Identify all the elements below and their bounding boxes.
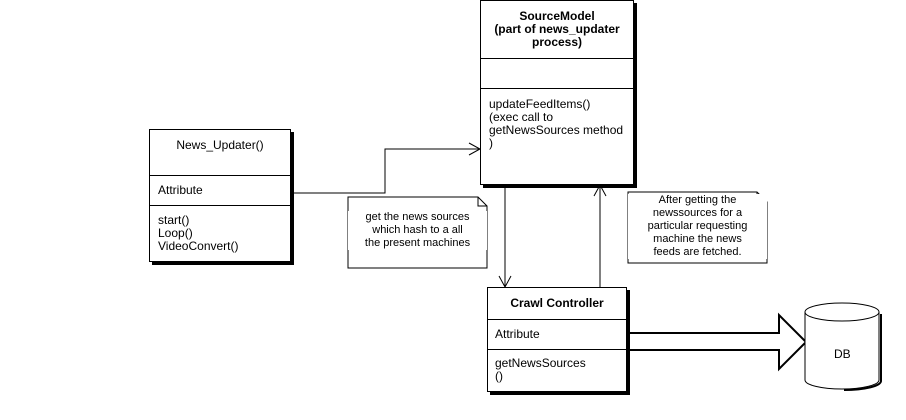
- note-right-text: After getting the newssources for a part…: [628, 194, 767, 259]
- class-sourcemodel-attributes: [481, 58, 633, 88]
- class-crawlcontroller-attribute: Attribute: [495, 327, 540, 341]
- class-newsupdater-operations: start() Loop() VideoConvert(): [158, 213, 239, 253]
- db-cylinder-body: [804, 312, 880, 390]
- class-crawlcontroller-operations-section: getNewsSources (): [488, 349, 626, 391]
- arrowhead-sourcemodel-up: [593, 183, 607, 197]
- class-crawlcontroller-operations: getNewsSources (): [495, 356, 586, 383]
- class-newsupdater-attribute: Attribute: [158, 183, 203, 197]
- class-sourcemodel-operations-section: updateFeedItems() (exec call to getNewsS…: [481, 88, 633, 184]
- class-newsupdater-operations-section: start() Loop() VideoConvert(): [150, 205, 290, 261]
- class-newsupdater-title: News_Updater(): [176, 138, 264, 152]
- class-crawlcontroller: Crawl Controller Attribute getNewsSource…: [487, 287, 627, 392]
- class-sourcemodel: SourceModel (part of news_updater proces…: [480, 0, 634, 185]
- class-crawlcontroller-attribute-section: Attribute: [488, 319, 626, 349]
- class-crawlcontroller-title: Crawl Controller: [510, 296, 604, 310]
- class-newsupdater: News_Updater() Attribute start() Loop() …: [149, 129, 291, 262]
- db-cylinder-top: [804, 302, 880, 322]
- class-sourcemodel-operations: updateFeedItems() (exec call to getNewsS…: [489, 97, 624, 150]
- note-left-text: get the news sources which hash to a all…: [348, 211, 487, 250]
- note-left-fold: [477, 197, 487, 207]
- class-sourcemodel-title: SourceModel (part of news_updater proces…: [494, 9, 620, 49]
- db-cylinder-shadow: [843, 314, 882, 391]
- class-newsupdater-attribute-section: Attribute: [150, 175, 290, 205]
- db-label: DB: [834, 347, 851, 361]
- connector-newsupdater-to-sourcemodel: [292, 148, 480, 194]
